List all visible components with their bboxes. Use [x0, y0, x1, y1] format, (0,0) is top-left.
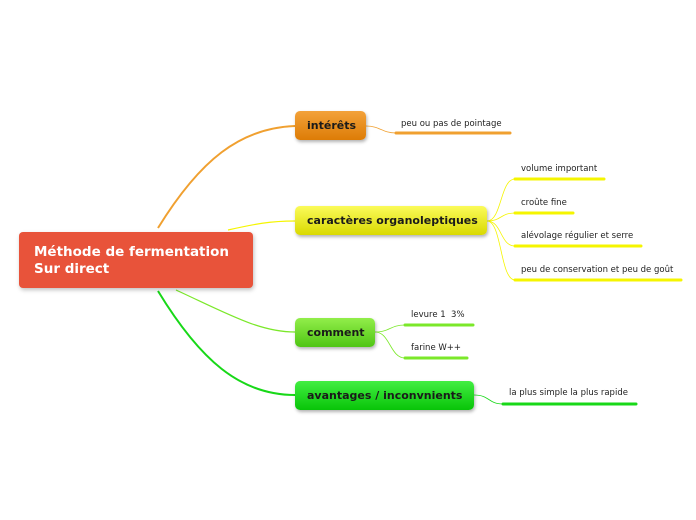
topic-comment[interactable]: comment: [295, 318, 375, 347]
caracteres-leaf2-connector: [486, 212, 516, 222]
subtopic-farine[interactable]: farine W++: [411, 343, 462, 353]
subtopic-levure[interactable]: levure 1 3%: [411, 310, 465, 320]
topic-interets[interactable]: intérêts: [295, 111, 366, 140]
subtopic-croute-fine[interactable]: croûte fine: [521, 198, 567, 208]
interets-leaf-connector: [365, 125, 397, 134]
comment-leaf1-connector: [374, 324, 406, 333]
avantages-leaf-connector: [473, 394, 504, 405]
central-topic-line-2: Sur direct: [34, 261, 110, 277]
subtopic-plus-simple-rapide[interactable]: la plus simple la plus rapide: [509, 388, 628, 398]
caracteres-leaf1-connector: [486, 178, 516, 222]
topic-avantages-inconvenients[interactable]: avantages / inconvnients: [295, 381, 474, 410]
root-to-interets-connector: [157, 125, 296, 229]
caracteres-leaf4-connector: [486, 220, 516, 281]
central-topic[interactable]: Méthode de fermentation Sur direct: [19, 232, 253, 288]
central-topic-line-1: Méthode de fermentation: [34, 244, 230, 260]
subtopic-volume-important[interactable]: volume important: [521, 164, 598, 174]
root-to-comment-connector: [175, 289, 296, 333]
topic-caracteres-organoleptiques[interactable]: caractères organoleptiques: [295, 206, 487, 235]
subtopic-peu-de-pointage[interactable]: peu ou pas de pointage: [401, 119, 502, 129]
subtopic-alveolage[interactable]: alévolage régulier et serre: [521, 231, 634, 241]
subtopic-conservation-gout[interactable]: peu de conservation et peu de goût: [521, 265, 674, 275]
comment-leaf2-connector: [374, 331, 406, 359]
root-to-caracteres-connector: [227, 220, 296, 231]
root-to-avantages-connector: [157, 290, 296, 396]
caracteres-leaf3-connector: [486, 220, 516, 247]
